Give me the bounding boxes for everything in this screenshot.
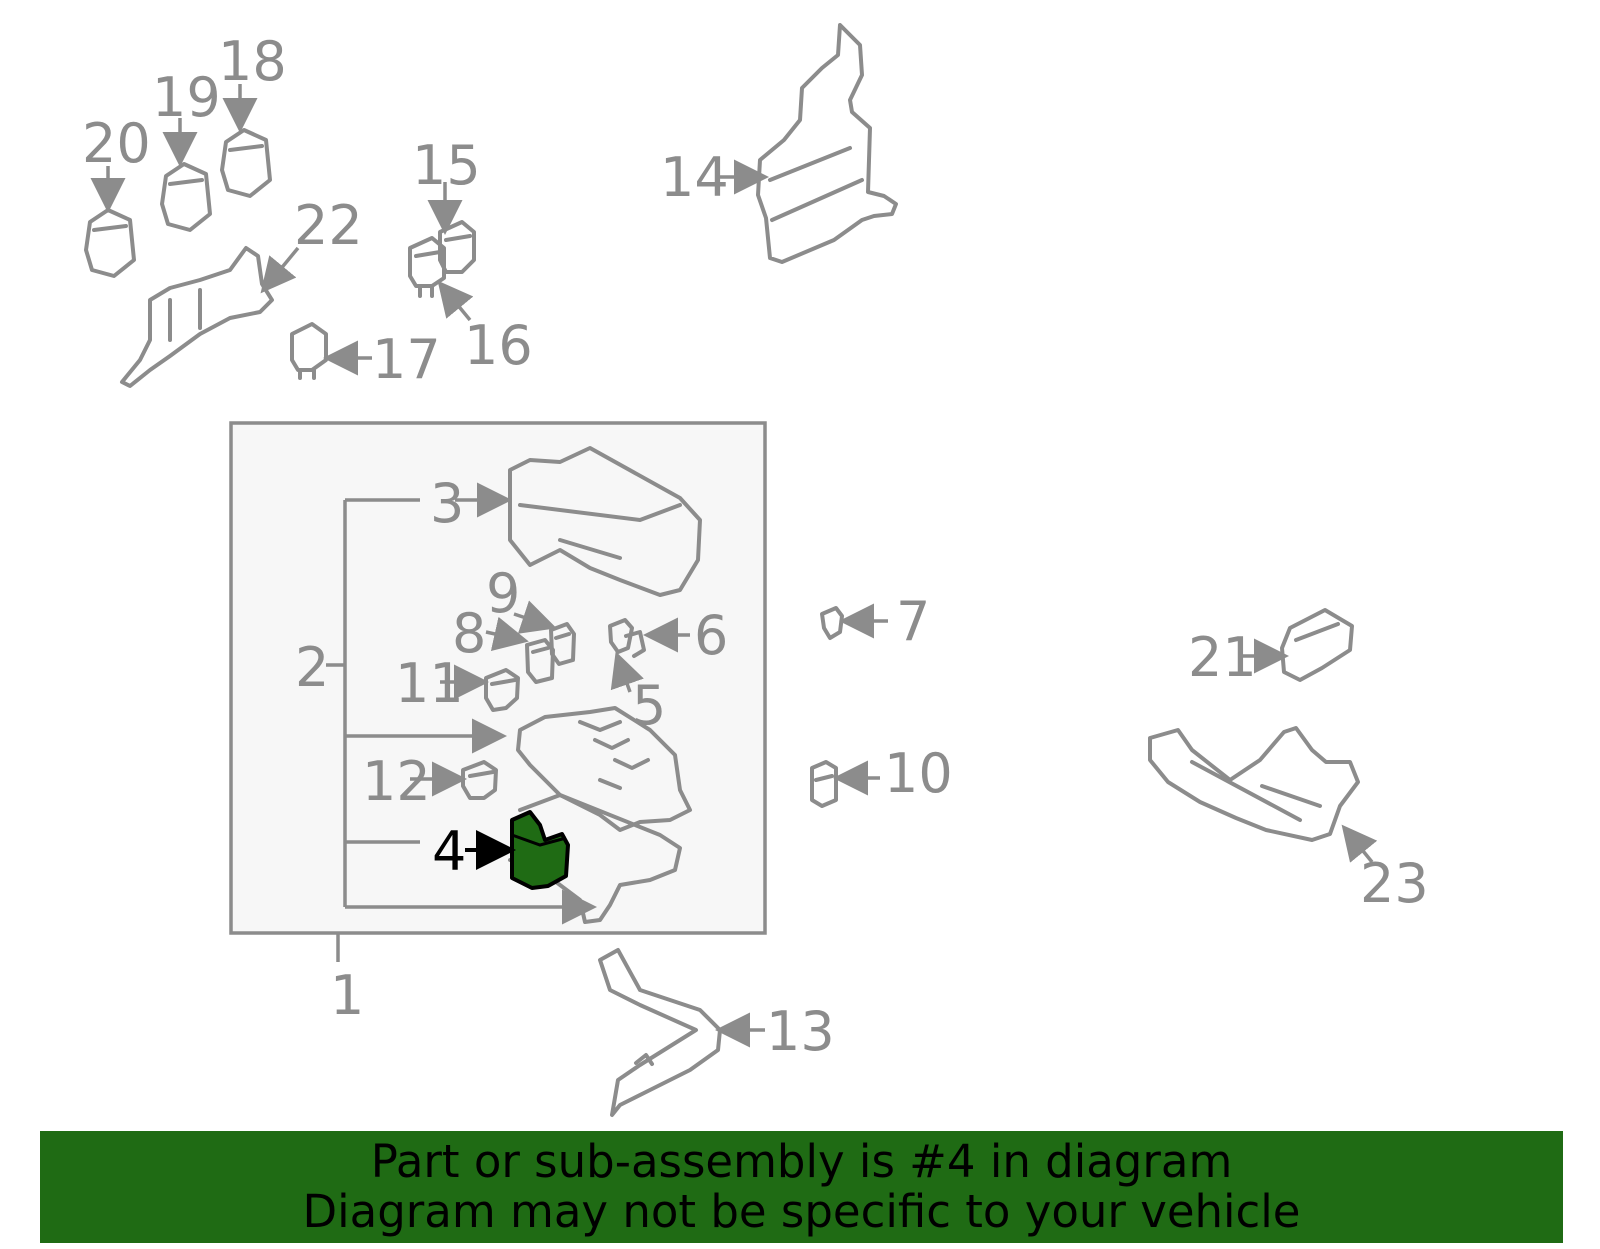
callout-19: 19 [152, 66, 221, 129]
part-20-relay [84, 208, 136, 278]
callout-9: 9 [486, 562, 520, 625]
part-14-bracket [756, 23, 898, 264]
callout-15: 15 [412, 134, 481, 197]
callout-12: 12 [362, 750, 431, 813]
callout-16: 16 [464, 314, 533, 377]
callout-3: 3 [430, 472, 464, 535]
callout-13: 13 [766, 1000, 835, 1063]
callout-8: 8 [452, 602, 486, 665]
part-18-relay [220, 128, 272, 198]
callout-6: 6 [694, 604, 728, 667]
callout-18: 18 [218, 30, 287, 93]
part-7-fuse [820, 606, 844, 640]
part-4-highlighted [510, 810, 570, 890]
callout-22: 22 [294, 194, 363, 257]
info-banner: Part or sub-assembly is #4 in diagram Di… [40, 1131, 1563, 1243]
part-11-relay [484, 668, 520, 712]
callout-7: 7 [896, 590, 930, 653]
group-bracket [326, 498, 597, 925]
callout-10: 10 [884, 742, 953, 805]
part-9-fuse [549, 622, 576, 666]
part-21-bracket [1280, 608, 1354, 682]
callout-4: 4 [432, 820, 466, 883]
part-15-relay [438, 220, 476, 274]
callout-1: 1 [330, 964, 364, 1027]
callout-14: 14 [660, 146, 729, 209]
part-3-cover [508, 446, 702, 597]
callout-5: 5 [632, 674, 666, 737]
callout-11: 11 [395, 652, 464, 715]
part-19-relay [160, 162, 212, 232]
callout-2: 2 [295, 636, 329, 699]
banner-line-2: Diagram may not be specific to your vehi… [302, 1185, 1301, 1238]
part-13-bracket [598, 948, 722, 1117]
callout-20: 20 [82, 112, 151, 175]
callout-17: 17 [372, 328, 441, 391]
part-2-fuse-block [508, 706, 692, 924]
part-8-fuse [525, 638, 555, 684]
part-17-relay [290, 322, 328, 380]
callout-23: 23 [1360, 852, 1429, 915]
callout-21: 21 [1188, 626, 1257, 689]
banner-line-1: Part or sub-assembly is #4 in diagram [370, 1135, 1233, 1188]
part-22-bracket [120, 246, 274, 388]
part-23-bracket [1148, 726, 1360, 842]
part-10-relay [810, 760, 838, 808]
